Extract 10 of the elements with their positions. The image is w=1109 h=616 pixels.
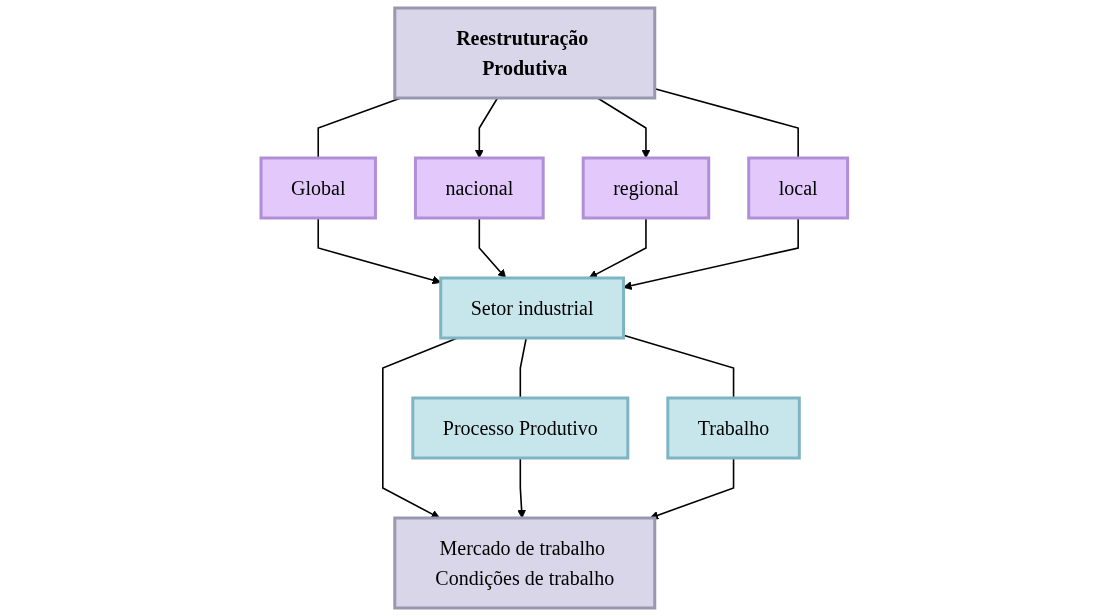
connector (654, 87, 800, 159)
node-box: regional (581, 156, 711, 220)
node-box: Mercado de trabalho Condições de trabalho (393, 516, 657, 610)
node-box: Trabalho (666, 396, 801, 460)
node-box: Processo Produtivo (411, 396, 630, 460)
node-box: Reestruturação Produtiva (393, 6, 657, 100)
node-box: nacional (414, 156, 545, 220)
node-box: Global (259, 156, 378, 220)
node-box: Setor industrial (439, 276, 626, 340)
node-box: local (747, 156, 850, 220)
